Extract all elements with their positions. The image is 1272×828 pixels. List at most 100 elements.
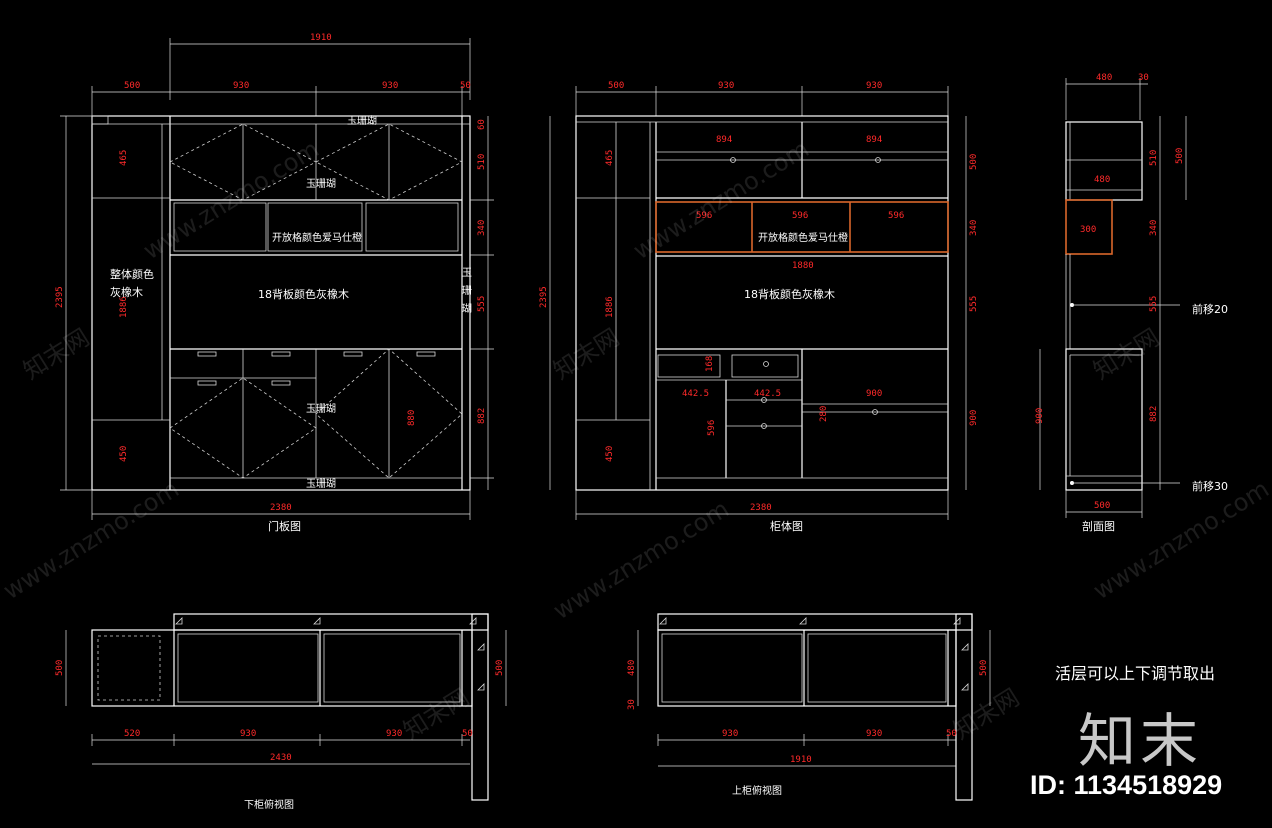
dim-2395: 2395: [55, 286, 65, 308]
dim-882: 882: [477, 408, 487, 424]
lower-plan-view: 500 500 520 930 930 50 2430 下柜俯视图: [55, 613, 507, 811]
carcass-dim-900w: 900: [866, 389, 882, 399]
carcass-dim-596v: 596: [707, 420, 717, 436]
upper-dim-480: 480: [627, 660, 637, 676]
label-forward-20: 前移20: [1192, 302, 1228, 316]
label-jade-coral-top: 玉珊瑚: [347, 115, 377, 127]
carcass-dim-2395: 2395: [539, 286, 549, 308]
section-dim-300: 300: [1080, 225, 1096, 235]
section-dim-480: 480: [1096, 73, 1112, 83]
section-dim-480b: 480: [1094, 175, 1110, 185]
section-dim-555: 555: [1149, 296, 1159, 312]
lower-dim-930: 930: [240, 729, 256, 739]
carcass-dim-450: 450: [605, 446, 615, 462]
adjustable-shelf-note: 活层可以上下调节取出: [1055, 664, 1216, 683]
lower-dim-520: 520: [124, 729, 140, 739]
carcass-dim-500: 500: [608, 81, 624, 91]
carcass-dim-280: 280: [819, 406, 829, 422]
dim-555: 555: [477, 296, 487, 312]
dim-465: 465: [119, 150, 129, 166]
watermark-cn-1: 知末网: [18, 323, 94, 385]
watermark-cn-5: 知末网: [948, 683, 1024, 745]
carcass-dim-596c: 596: [888, 211, 904, 221]
door-panel-view: 1910 500 930 930 50: [55, 33, 494, 533]
label-side-jade-3: 瑚: [462, 303, 472, 315]
label-jade-coral-upper: 玉珊瑚: [306, 178, 336, 190]
dim-340: 340: [477, 220, 487, 236]
lower-dim-2430: 2430: [270, 753, 292, 763]
watermark-cn-3: 知末网: [1088, 323, 1164, 385]
dim-880: 880: [407, 410, 417, 426]
dim-500: 500: [124, 81, 140, 91]
section-dim-500: 500: [1175, 148, 1185, 164]
dim-930: 930: [233, 81, 249, 91]
carcass-dim-555: 555: [969, 296, 979, 312]
carcass-dim-930b: 930: [866, 81, 882, 91]
carcass-dim-596a: 596: [696, 211, 712, 221]
upper-dim-30: 30: [627, 699, 637, 710]
section-dim-500b: 500: [1094, 501, 1110, 511]
dim-1886: 1886: [119, 296, 129, 318]
carcass-dim-1880: 1880: [792, 261, 814, 271]
label-gray-oak: 灰橡木: [110, 285, 143, 299]
dim-510: 510: [477, 154, 487, 170]
upper-plan-view: 480 30 500 930 930 50 1910 上柜俯视图: [627, 613, 991, 801]
label-jade-coral-lower: 玉珊瑚: [306, 403, 336, 415]
carcass-dim-894b: 894: [866, 135, 882, 145]
watermark-cn-2: 知末网: [548, 323, 624, 385]
carcass-dim-320: 340: [969, 220, 979, 236]
lower-dim-500r: 500: [495, 660, 505, 676]
upper-dim-500: 500: [979, 660, 989, 676]
label-overall-color: 整体颜色: [110, 267, 154, 281]
lower-dim-930b: 930: [386, 729, 402, 739]
carcass-label-open-grid: 开放格颜色爱马仕橙: [758, 231, 848, 244]
section-dim-340: 340: [1149, 220, 1159, 236]
lower-dim-50: 50: [462, 729, 473, 739]
label-forward-30: 前移30: [1192, 479, 1228, 493]
title-section: 剖面图: [1082, 519, 1115, 533]
dim-930b: 930: [382, 81, 398, 91]
title-upper-plan: 上柜俯视图: [732, 784, 782, 797]
upper-dim-1910: 1910: [790, 755, 812, 765]
carcass-dim-168: 168: [705, 356, 715, 372]
carcass-dim-2380: 2380: [750, 503, 772, 513]
carcass-dim-465: 465: [605, 150, 615, 166]
upper-dim-50: 50: [946, 729, 957, 739]
carcass-dim-442a: 442.5: [682, 389, 709, 399]
upper-dim-930b: 930: [866, 729, 882, 739]
label-back-panel: 18背板颜色灰橡木: [258, 287, 349, 301]
dim-450: 450: [119, 446, 129, 462]
section-dim-510: 510: [1149, 150, 1159, 166]
title-lower-plan: 下柜俯视图: [244, 798, 294, 811]
dim-1910: 1910: [310, 33, 332, 43]
carcass-dim-500r: 500: [969, 154, 979, 170]
carcass-dim-894: 894: [716, 135, 732, 145]
upper-dim-930: 930: [722, 729, 738, 739]
title-door-panel: 门板图: [268, 519, 301, 533]
title-carcass: 柜体图: [770, 519, 803, 533]
section-view: 480 30 900 500 510 340 555 882 480 300 5…: [1035, 73, 1228, 533]
carcass-dim-900: 900: [969, 410, 979, 426]
label-side-jade-1: 玉: [462, 268, 472, 279]
carcass-label-back-panel: 18背板颜色灰橡木: [744, 287, 835, 301]
label-jade-coral-bottom: 玉珊瑚: [306, 478, 336, 490]
asset-id: ID: 1134518929: [1030, 770, 1223, 800]
dim-2380: 2380: [270, 503, 292, 513]
label-open-grid: 开放格颜色爱马仕橙: [272, 231, 362, 244]
carcass-view: 500 930 930: [539, 81, 979, 533]
section-dim-30: 30: [1138, 73, 1149, 83]
dim-60: 60: [477, 119, 487, 130]
section-dim-882: 882: [1149, 406, 1159, 422]
section-dim-900: 900: [1035, 408, 1045, 424]
brand-logo: 知末: [1078, 707, 1203, 775]
carcass-dim-930: 930: [718, 81, 734, 91]
lower-dim-500: 500: [55, 660, 65, 676]
dim-50: 50: [460, 81, 471, 91]
carcass-dim-442b: 442.5: [754, 389, 781, 399]
carcass-dim-1886: 1886: [605, 296, 615, 318]
carcass-dim-596b: 596: [792, 211, 808, 221]
watermark-site-5: www.znzmo.com: [1088, 475, 1272, 605]
label-side-jade-2: 珊: [462, 285, 472, 297]
